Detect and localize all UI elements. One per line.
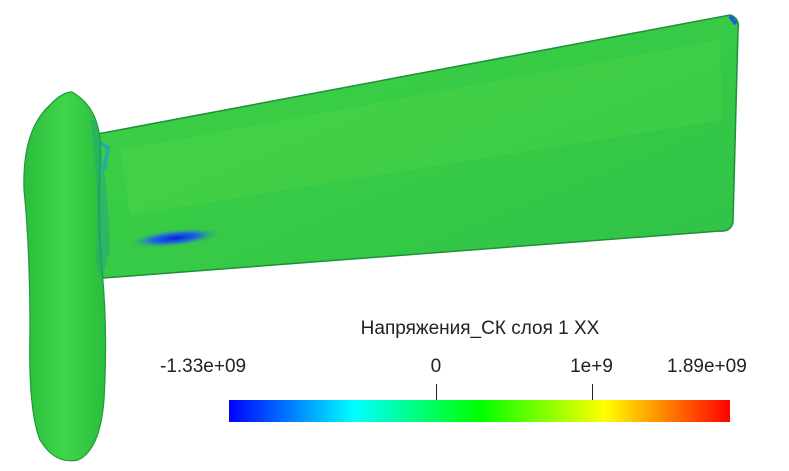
wing-highlight [120,40,722,215]
legend-tick-mark [591,384,593,406]
hub-shading [90,120,110,280]
legend-tick-label: 0 [430,356,442,377]
legend-tick-mark [435,384,437,406]
stress-edge-tip [728,14,738,26]
stress-spot [127,227,223,249]
legend-title: Напряжения_СК слоя 1 XX [360,318,600,339]
hub-body [23,91,107,462]
legend-tick-label: -1.33e+09 [160,356,247,377]
legend-tick-label: 1e+9 [570,356,613,377]
legend-colorbar [229,400,730,422]
legend-tick-label: 1.89e+09 [667,356,747,377]
